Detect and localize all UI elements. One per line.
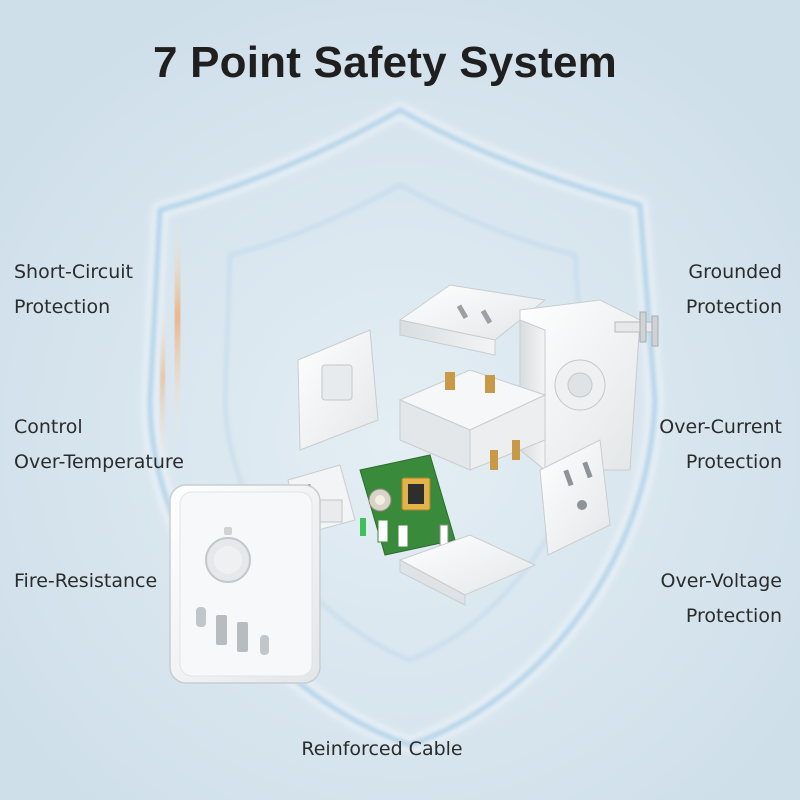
feature-fire-resistance: Fire-Resistance bbox=[14, 564, 157, 599]
page-title: 7 Point Safety System bbox=[153, 38, 617, 87]
feature-control-over-temperature: Control Over-Temperature bbox=[14, 410, 184, 480]
feature-label-line2: Protection bbox=[14, 296, 111, 318]
feature-label-line1: Short-Circuit bbox=[14, 261, 134, 283]
feature-reinforced-cable: Reinforced Cable bbox=[0, 732, 764, 767]
feature-label-line1: Over-Voltage bbox=[660, 570, 783, 592]
feature-label-line2: Protection bbox=[685, 451, 782, 473]
feature-label-line1: Fire-Resistance bbox=[14, 570, 158, 592]
feature-label-line2: Over-Temperature bbox=[14, 451, 184, 473]
feature-label-line2: Protection bbox=[685, 605, 782, 627]
feature-label-line1: Control bbox=[14, 416, 83, 438]
feature-label-line1: Over-Current bbox=[659, 416, 782, 438]
feature-grounded-protection: Grounded Protection bbox=[686, 255, 782, 325]
feature-label-line1: Reinforced Cable bbox=[301, 738, 463, 760]
feature-over-current-protection: Over-Current Protection bbox=[659, 410, 782, 480]
feature-label-line2: Protection bbox=[685, 296, 782, 318]
feature-over-voltage-protection: Over-Voltage Protection bbox=[661, 564, 783, 634]
feature-label-line1: Grounded bbox=[688, 261, 782, 283]
feature-short-circuit-protection: Short-Circuit Protection bbox=[14, 255, 133, 325]
